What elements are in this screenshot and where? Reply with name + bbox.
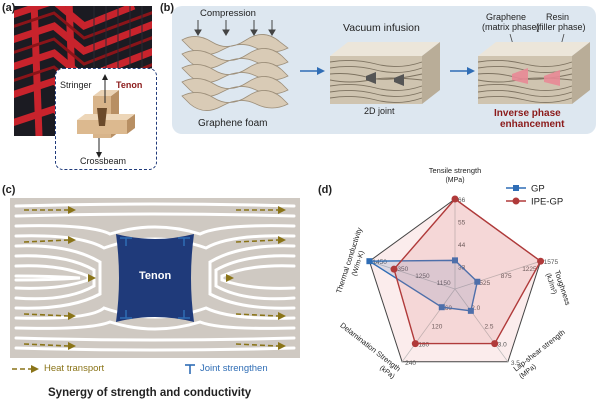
legend-marker-gp xyxy=(513,185,519,191)
radar-tick-label: 44 xyxy=(458,242,466,249)
radar-tick-label: 2.0 xyxy=(471,305,480,312)
resin-label: Resin xyxy=(546,12,570,22)
panel-a-letter: (a) xyxy=(2,2,16,14)
radar-point-ipe-gp xyxy=(491,340,499,348)
radar-axis-line xyxy=(401,288,456,363)
radar-point-ipe-gp xyxy=(411,340,419,348)
arrow-right-icon xyxy=(300,67,325,75)
heat-flow-diagram xyxy=(10,198,300,358)
radar-point-gp xyxy=(452,257,458,264)
synergy-caption: Synergy of strength and conductivity xyxy=(48,387,252,399)
radar-tick-label: 1150 xyxy=(437,280,451,287)
tenon-joint-illustration xyxy=(77,74,135,158)
legend-marker-ipe-gp xyxy=(512,197,520,205)
radar-tick-label: 875 xyxy=(501,273,512,280)
graphene-label: Graphene xyxy=(486,12,527,22)
tenon-label-c: Tenon xyxy=(139,270,172,282)
panel-d-letter: (d) xyxy=(318,184,333,196)
radar-axis-label: Tensile strength xyxy=(429,166,482,175)
radar-axis-unit: (MPa) xyxy=(445,177,464,184)
radar-tick-label: 1225 xyxy=(522,266,537,273)
legend-label: IPE-GP xyxy=(531,197,563,208)
inverse-phase-block xyxy=(478,34,590,104)
radar-tick-label: 66 xyxy=(458,197,466,204)
panel-b-letter: (b) xyxy=(160,2,175,14)
radar-point-gp xyxy=(467,307,474,314)
radar-point-ipe-gp xyxy=(537,257,545,265)
radar-tick-label: 120 xyxy=(432,323,443,330)
radar-tick-label: 2.5 xyxy=(484,323,493,330)
graphene-foam-label: Graphene foam xyxy=(198,118,268,129)
vacuum-infused-block xyxy=(330,42,440,104)
stringer-label: Stringer xyxy=(60,80,92,90)
graphene-foam-illustration xyxy=(181,20,289,111)
radar-point-gp xyxy=(474,278,481,285)
radar-series-area xyxy=(367,259,479,312)
radar-tick-label: 3.5 xyxy=(511,360,520,367)
radar-axis-label: Lap-shear strength xyxy=(512,328,567,374)
inverse-phase-label-2: enhancement xyxy=(500,119,565,130)
radar-tick-label: 525 xyxy=(479,280,490,287)
heat-transport-legend-icon xyxy=(12,365,39,373)
matrix-phase-label: (matrix phase) xyxy=(482,22,540,32)
radar-tick-label: 180 xyxy=(418,342,429,349)
tenon-label-a: Tenon xyxy=(116,80,143,90)
vacuum-infusion-label: Vacuum infusion xyxy=(343,22,420,34)
joint-strengthen-legend-icon xyxy=(185,364,195,374)
radar-point-gp xyxy=(366,258,373,265)
radar-tick-label: 33 xyxy=(458,265,466,272)
radar-point-ipe-gp xyxy=(390,265,398,273)
radar-axis-line xyxy=(369,260,456,290)
joint-strengthen-legend-label: Joint strengthen xyxy=(200,363,268,374)
radar-tick-label: 1575 xyxy=(544,259,559,266)
radar-chart: 33445566525875122515752.02.53.03.5601201… xyxy=(334,166,572,380)
filler-phase-label: (filler phase) xyxy=(536,22,586,32)
inverse-phase-label-1: Inverse phase xyxy=(494,108,561,119)
joint-2d-label: 2D joint xyxy=(364,106,395,116)
legend-label: GP xyxy=(531,184,545,195)
heat-transport-legend-label: Heat transport xyxy=(44,363,105,374)
radar-axis-line xyxy=(454,260,541,290)
radar-point-gp xyxy=(438,304,445,311)
radar-tick-label: 1350 xyxy=(394,266,409,273)
radar-tick-label: 1250 xyxy=(415,273,430,280)
radar-axis-line xyxy=(454,288,509,363)
arrow-right-icon xyxy=(450,67,475,75)
radar-point-ipe-gp xyxy=(451,195,459,203)
radar-series-area xyxy=(393,198,542,345)
radar-tick-label: 240 xyxy=(405,360,416,367)
radar-tick-label: 3.0 xyxy=(498,342,507,349)
compression-label: Compression xyxy=(200,8,256,19)
crossbeam-label: Crossbeam xyxy=(80,156,127,166)
panel-c-letter: (c) xyxy=(2,184,16,196)
radar-tick-label: 55 xyxy=(458,220,466,227)
radar-tick-label: 1450 xyxy=(372,259,387,266)
